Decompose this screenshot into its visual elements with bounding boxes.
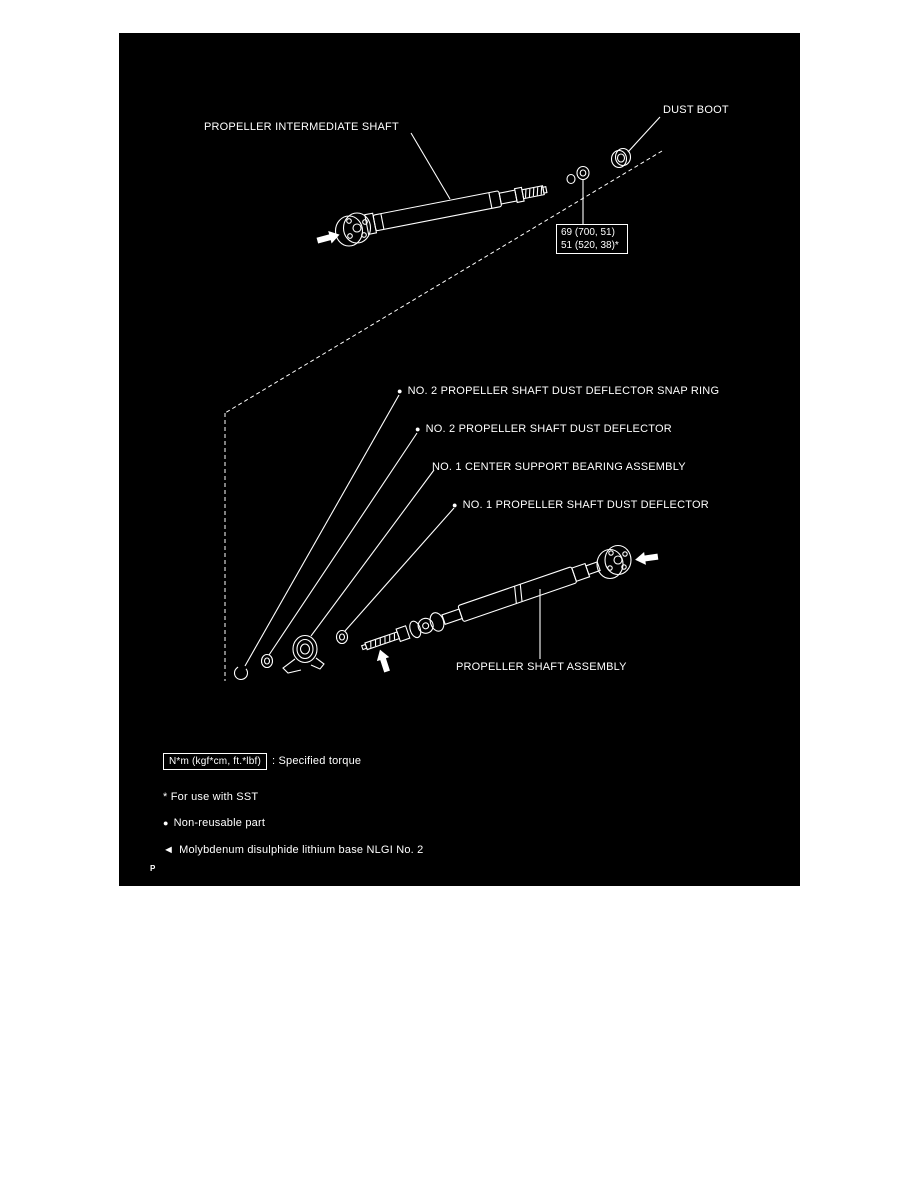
torque-line-2: 51 (520, 38)* [561,240,619,251]
label-no1-dust-deflector: ● NO. 1 PROPELLER SHAFT DUST DEFLECTOR [452,499,709,512]
diagram-panel: PROPELLER INTERMEDIATE SHAFT DUST BOOT 6… [119,33,800,886]
label-text: NO. 1 PROPELLER SHAFT DUST DEFLECTOR [462,499,709,511]
non-reusable-bullet-icon: ● [415,424,421,434]
legend-non-reusable: ● Non-reusable part [163,817,265,830]
grease-arrow-lower-flange-icon [635,551,659,565]
legend-grease-text: Molybdenum disulphide lithium base NLGI … [179,844,424,856]
center-bearing-parts-art [233,629,349,681]
propeller-shaft-assembly-art [360,544,632,651]
label-propeller-intermediate-shaft: PROPELLER INTERMEDIATE SHAFT [204,121,399,133]
non-reusable-bullet-icon: ● [163,818,169,828]
torque-line-1: 69 (700, 51) [561,227,615,238]
label-text: NO. 2 PROPELLER SHAFT DUST DEFLECTOR [425,423,672,435]
torque-units-box: N*m (kgf*cm, ft.*lbf) [163,753,267,770]
legend-torque-row: N*m (kgf*cm, ft.*lbf) : Specified torque [163,753,361,770]
non-reusable-bullet-icon: ● [452,500,458,510]
legend-grease: ◄ Molybdenum disulphide lithium base NLG… [163,844,424,857]
page-marker: P [150,864,156,873]
grease-arrows [316,230,659,673]
label-dust-boot: DUST BOOT [663,104,729,116]
legend-sst-note: * For use with SST [163,791,259,803]
grease-arrow-icon: ◄ [163,844,175,856]
non-reusable-bullet-icon: ● [397,386,403,396]
label-no2-dust-deflector: ● NO. 2 PROPELLER SHAFT DUST DEFLECTOR [415,423,672,436]
grease-arrow-spline-icon [376,649,390,673]
label-propeller-shaft-assembly: PROPELLER SHAFT ASSEMBLY [456,661,627,673]
label-no1-center-support-bearing: NO. 1 CENTER SUPPORT BEARING ASSEMBLY [432,461,686,473]
grease-arrow-upper-flange-icon [316,230,340,244]
legend-non-reusable-text: Non-reusable part [173,817,266,829]
label-text: NO. 2 PROPELLER SHAFT DUST DEFLECTOR SNA… [407,385,720,397]
label-no2-dust-deflector-snap-ring: ● NO. 2 PROPELLER SHAFT DUST DEFLECTOR S… [397,385,719,398]
torque-spec-box: 69 (700, 51) 51 (520, 38)* [556,224,628,254]
torque-units-desc: : Specified torque [272,755,362,767]
